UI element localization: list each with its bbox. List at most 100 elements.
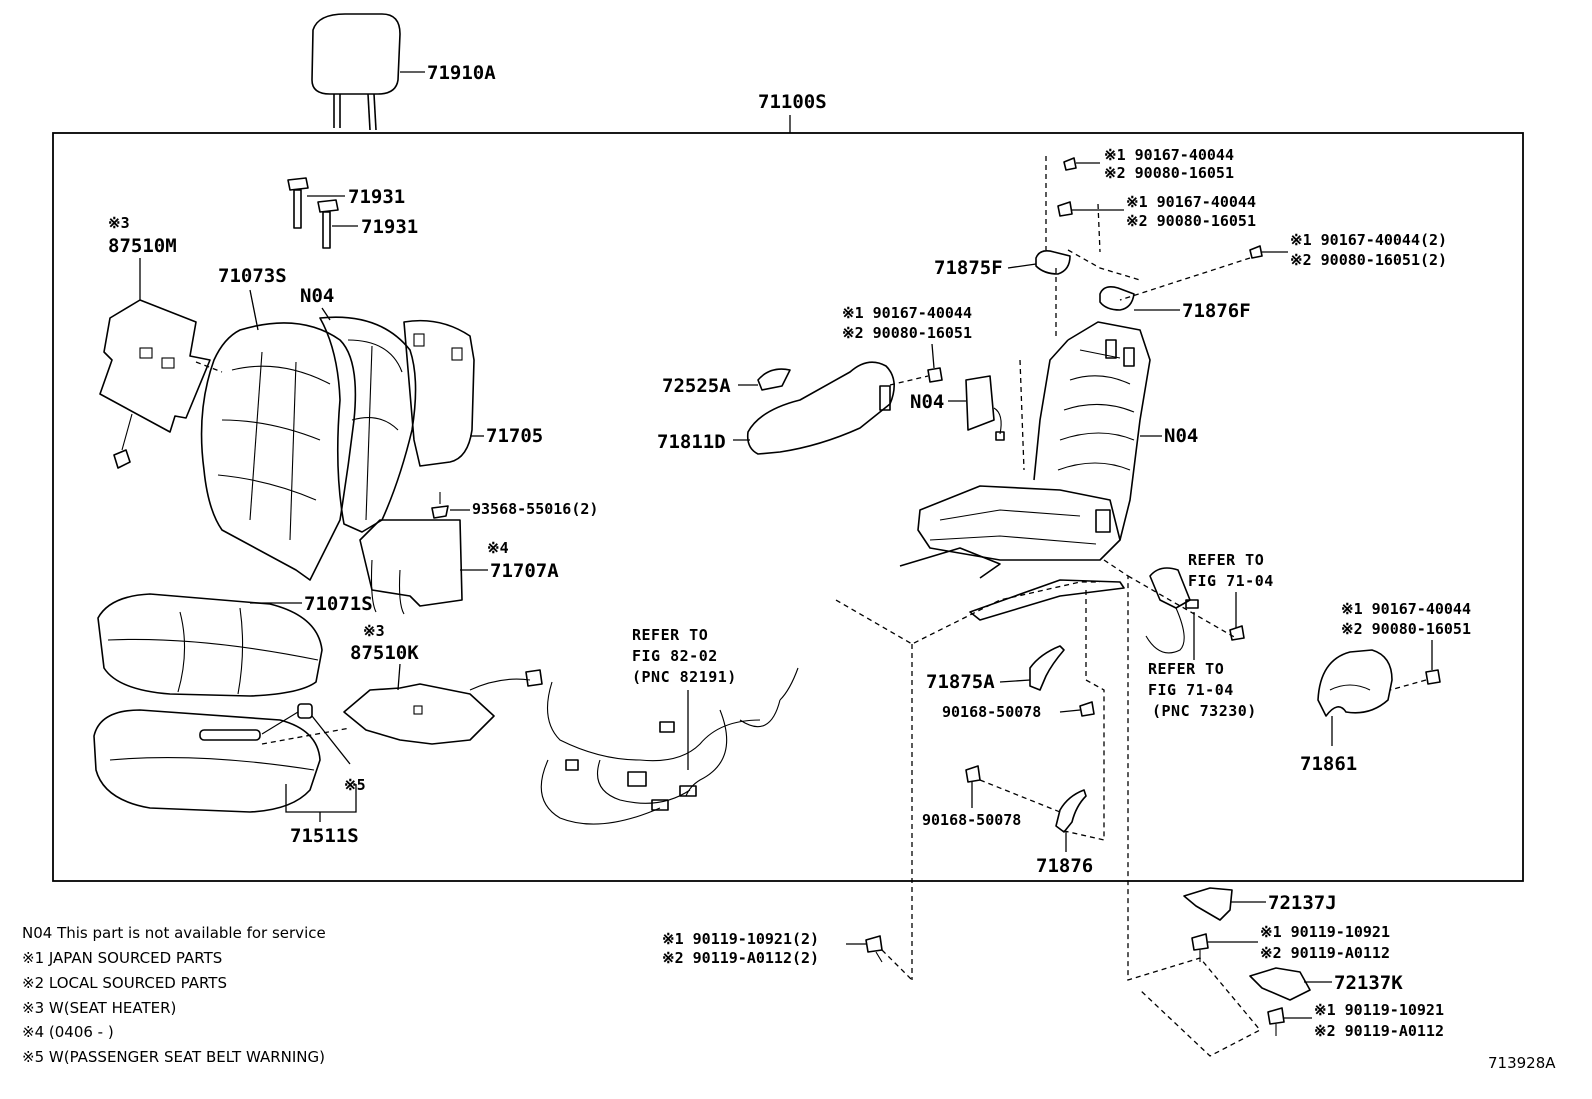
bracket-71876F-part [1099, 286, 1135, 311]
label-87510K-mark: ※3 [363, 622, 385, 640]
bolt-d2-label: ※2 90080-16051(2) [1290, 251, 1447, 269]
clip-93568-part [431, 492, 449, 519]
assembly-frame [52, 132, 1524, 882]
seat-frame-part [899, 321, 1151, 621]
refer-82-02-line2: FIG 82-02 [632, 647, 718, 665]
bolt-b-part [1063, 157, 1077, 171]
cover-71861-part [1317, 649, 1393, 717]
bolt-e1-label: ※1 90167-40044 [1341, 600, 1471, 618]
bolt-b1-label: ※1 90167-40044 [1104, 146, 1234, 164]
label-72525A: 72525A [662, 375, 731, 397]
label-71811D: 71811D [657, 431, 726, 453]
label-71875F: 71875F [934, 257, 1003, 279]
label-93568-55016: 93568-55016(2) [472, 500, 598, 518]
refer-71-04-a-line1: REFER TO [1188, 551, 1264, 569]
refer-71-04-b-line3: (PNC 73230) [1152, 702, 1257, 720]
screw-90168-b-part [965, 765, 981, 783]
refer-71-04-b-line2: FIG 71-04 [1148, 681, 1234, 699]
bolt-h2-label: ※2 90119-A0112 [1314, 1022, 1444, 1040]
bolt-e-part [1425, 669, 1441, 685]
label-72137J: 72137J [1268, 892, 1337, 914]
note-mark1: ※1 JAPAN SOURCED PARTS [22, 949, 222, 967]
label-71071S: 71071S [304, 593, 373, 615]
label-71707A-mark: ※4 [487, 539, 509, 557]
bolt-f-part [865, 935, 883, 953]
bracket-71875F-part [1035, 250, 1071, 275]
label-71073S: 71073S [218, 265, 287, 287]
belt-sensor-connector-part [261, 703, 313, 735]
bolt-h-part [1267, 1007, 1285, 1025]
label-71511S: 71511S [290, 825, 359, 847]
bolt-f2-label: ※2 90119-A0112(2) [662, 949, 819, 967]
buckle-bolt-part [1229, 625, 1245, 641]
cover-71876-part [1055, 789, 1087, 833]
note-mark3: ※3 W(SEAT HEATER) [22, 999, 176, 1017]
figure-id: 713928A [1488, 1054, 1556, 1072]
bolt-d-part [1249, 245, 1263, 259]
note-n04: N04 This part is not available for servi… [22, 924, 326, 942]
label-71511S-mark: ※5 [344, 776, 366, 794]
label-71931-lower: 71931 [361, 216, 418, 238]
bolt-a2-label: ※2 90080-16051 [842, 324, 972, 342]
label-N04-pad: N04 [300, 285, 334, 307]
refer-82-02-line3: (PNC 82191) [632, 668, 737, 686]
label-87510M: 87510M [108, 235, 177, 257]
bolt-a1-label: ※1 90167-40044 [842, 304, 972, 322]
cover-71875A-part [1029, 645, 1065, 691]
bolt-b2-label: ※2 90080-16051 [1104, 164, 1234, 182]
label-90168-lower: 90168-50078 [922, 811, 1021, 829]
label-87510K: 87510K [350, 642, 419, 664]
shield-71811D-part [746, 361, 895, 455]
label-N04-frame: N04 [1164, 425, 1198, 447]
bolt-e2-label: ※2 90080-16051 [1341, 620, 1471, 638]
seatback-cover-part [200, 322, 357, 581]
headrest-guide-part [287, 177, 339, 249]
bolt-c1-label: ※1 90167-40044 [1126, 193, 1256, 211]
label-71707A: 71707A [490, 560, 559, 582]
cushion-cover-part [97, 593, 323, 697]
cushion-heater-part [343, 669, 543, 745]
cover-72137J-part [1183, 887, 1233, 921]
label-71910A: 71910A [427, 62, 496, 84]
note-mark5: ※5 W(PASSENGER SEAT BELT WARNING) [22, 1048, 325, 1066]
cushion-pad-part [93, 709, 321, 813]
headrest-part [311, 13, 401, 131]
label-71876F: 71876F [1182, 300, 1251, 322]
label-87510M-mark: ※3 [108, 214, 130, 232]
refer-71-04-b-line1: REFER TO [1148, 660, 1224, 678]
note-mark4: ※4 (0406 - ) [22, 1023, 114, 1041]
cover-72137K-part [1249, 967, 1311, 1001]
seatback-heater-part [99, 299, 211, 469]
bolt-g2-label: ※2 90119-A0112 [1260, 944, 1390, 962]
wire-harness-part [540, 667, 799, 825]
bolt-f1-label: ※1 90119-10921(2) [662, 930, 819, 948]
side-airbag-part [965, 375, 1005, 441]
label-71875A: 71875A [926, 671, 995, 693]
refer-82-02-line1: REFER TO [632, 626, 708, 644]
seat-belt-buckle-part [1145, 567, 1199, 654]
seatback-board-part [403, 319, 475, 467]
bolt-c2-label: ※2 90080-16051 [1126, 212, 1256, 230]
label-71931-upper: 71931 [348, 186, 405, 208]
lumbar-plate-part [359, 519, 463, 615]
bolt-g-part [1191, 933, 1209, 951]
label-72137K: 72137K [1334, 972, 1403, 994]
cover-72525A-part [757, 368, 791, 391]
label-90168-upper: 90168-50078 [942, 703, 1041, 721]
bolt-g1-label: ※1 90119-10921 [1260, 923, 1390, 941]
label-71705: 71705 [486, 425, 543, 447]
screw-90168-a-part [1079, 701, 1095, 717]
bolt-c-part [1057, 201, 1073, 217]
bolt-a-part [927, 367, 943, 383]
footnotes: N04 This part is not available for servi… [22, 924, 326, 1066]
bolt-d1-label: ※1 90167-40044(2) [1290, 231, 1447, 249]
refer-71-04-a-line2: FIG 71-04 [1188, 572, 1274, 590]
label-N04-airbag: N04 [910, 391, 944, 413]
bolt-h1-label: ※1 90119-10921 [1314, 1001, 1444, 1019]
label-71876: 71876 [1036, 855, 1093, 877]
note-mark2: ※2 LOCAL SOURCED PARTS [22, 974, 227, 992]
label-71861: 71861 [1300, 753, 1357, 775]
seatback-pad-part [319, 316, 417, 533]
